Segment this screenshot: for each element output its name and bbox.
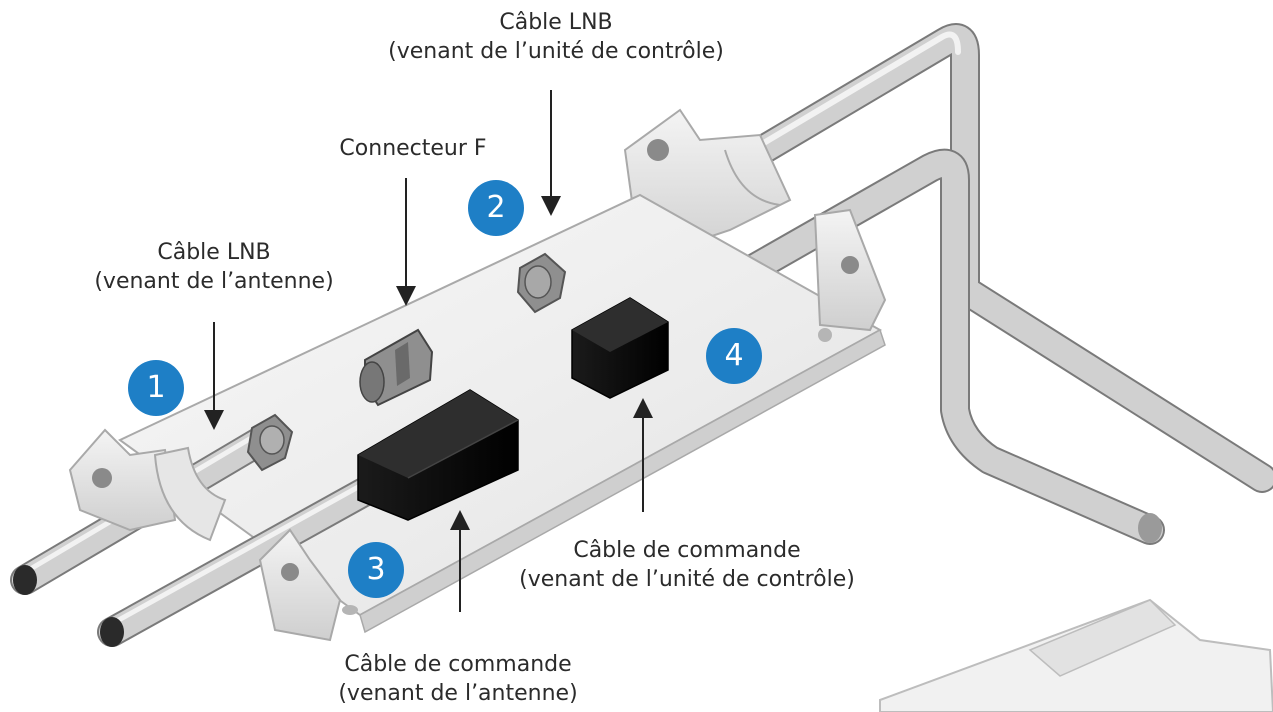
label-cmd-control-line1: Câble de commande	[573, 538, 801, 563]
label-cmd-control: Câble de commande (venant de l’unité de …	[519, 536, 855, 594]
label-lnb-antenna-line2: (venant de l’antenne)	[94, 269, 334, 294]
f-connector-part	[359, 328, 434, 407]
connector-block-antenna	[357, 389, 519, 521]
connector-block-control	[571, 297, 669, 399]
label-cmd-control-line2: (venant de l’unité de contrôle)	[519, 567, 855, 592]
tube-lnb-control-outer	[525, 23, 1273, 493]
badge-2: 2	[468, 180, 524, 236]
label-f-connector: Connecteur F	[339, 134, 486, 163]
badge-4: 4	[706, 328, 762, 384]
label-lnb-control-line2: (venant de l’unité de contrôle)	[388, 39, 724, 64]
tube-cmd-antenna	[97, 457, 415, 647]
label-lnb-control-line1: Câble LNB	[499, 10, 613, 35]
plate-right-flange	[813, 208, 887, 332]
label-cmd-antenna-line2: (venant de l’antenne)	[338, 681, 578, 706]
secondary-bracket-part	[879, 598, 1273, 712]
label-lnb-antenna: Câble LNB (venant de l’antenne)	[94, 238, 333, 296]
badge-3: 3	[348, 542, 404, 598]
label-cmd-antenna-line1: Câble de commande	[344, 652, 572, 677]
tube-cmd-control-outer	[645, 148, 1165, 545]
label-lnb-control: Câble LNB (venant de l’unité de contrôle…	[388, 8, 724, 66]
label-f-connector-line1: Connecteur F	[339, 136, 487, 161]
label-lnb-antenna-line1: Câble LNB	[157, 240, 271, 265]
plate-left-flange	[68, 428, 227, 542]
badge-1: 1	[128, 360, 184, 416]
lnb-control-nut	[516, 252, 567, 314]
plate-front-flange	[258, 528, 342, 642]
label-cmd-antenna: Câble de commande (venant de l’antenne)	[338, 650, 577, 708]
